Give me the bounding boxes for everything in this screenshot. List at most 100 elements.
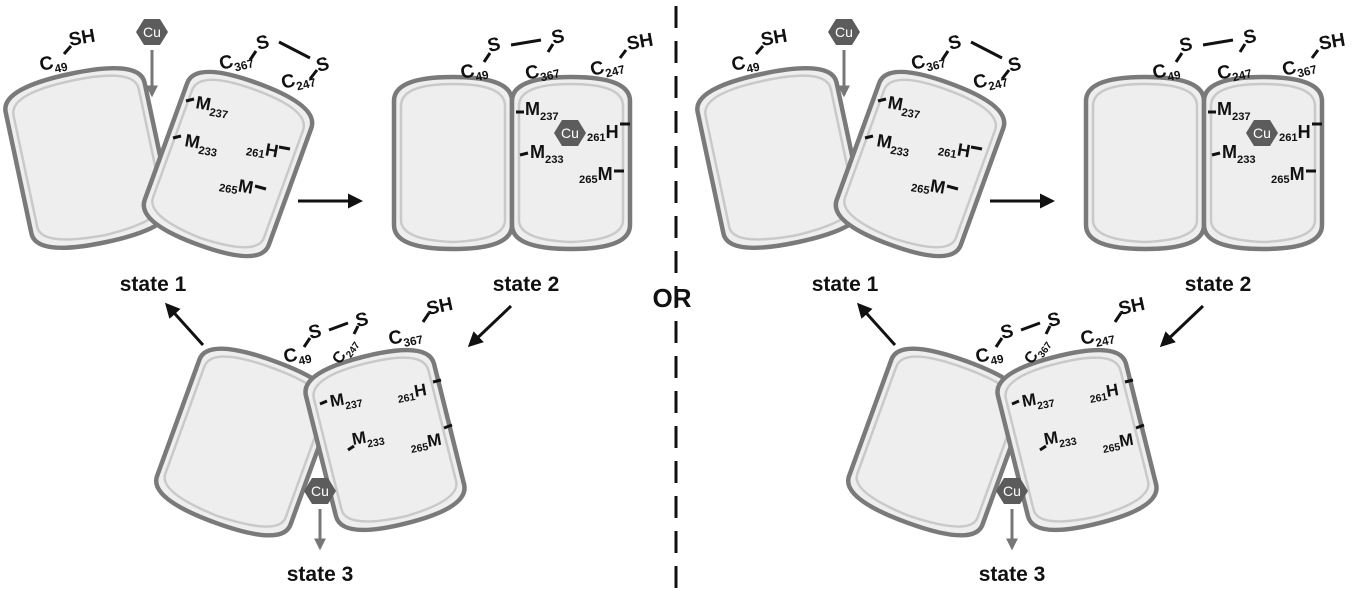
state3-s-b: S bbox=[354, 309, 371, 332]
state2-s-a: S bbox=[486, 34, 503, 57]
svg-text:M237: M237 bbox=[1020, 387, 1055, 415]
state1-c367-label: C367 bbox=[217, 46, 256, 77]
state1-s-bond-b bbox=[308, 69, 319, 80]
state3-right-lobe bbox=[303, 347, 467, 533]
svg-text:Cu: Cu bbox=[1003, 483, 1021, 499]
state1-s-bond-b bbox=[1000, 69, 1011, 80]
svg-text:S: S bbox=[1178, 34, 1195, 57]
svg-text:C49: C49 bbox=[974, 342, 1006, 371]
svg-text:SH: SH bbox=[425, 294, 455, 320]
state2-c49-bond bbox=[1174, 52, 1184, 63]
svg-text:S: S bbox=[946, 31, 963, 54]
svg-text:C367: C367 bbox=[387, 322, 425, 353]
svg-text:M237: M237 bbox=[886, 92, 923, 121]
svg-text:M237: M237 bbox=[194, 92, 231, 121]
svg-text:SH: SH bbox=[625, 30, 655, 55]
svg-text:M237: M237 bbox=[525, 99, 559, 123]
state1-c49-bond bbox=[62, 45, 73, 55]
svg-text:C247: C247 bbox=[1215, 56, 1254, 87]
svg-text:C49: C49 bbox=[459, 58, 491, 87]
state3-s-b: S bbox=[1046, 309, 1063, 332]
state1-m233-tick bbox=[172, 134, 182, 140]
svg-text:M233: M233 bbox=[1042, 425, 1077, 453]
state2-cu-hexagon: Cu bbox=[554, 120, 586, 146]
state2-m237-label: M237 bbox=[1217, 99, 1251, 123]
state1-s-bond-a bbox=[940, 50, 950, 61]
state1-right-lobe bbox=[141, 69, 315, 259]
state1-c247-label: C247 bbox=[279, 70, 318, 94]
svg-text:265M: 265M bbox=[408, 430, 443, 456]
state2-c49-label: C49 bbox=[1151, 58, 1183, 87]
state1-s-bond-a bbox=[248, 50, 258, 61]
state3-m265-tick bbox=[1135, 423, 1145, 430]
state2-m233-tick bbox=[1211, 151, 1221, 157]
svg-text:S: S bbox=[486, 34, 503, 57]
state2-m233-tick bbox=[519, 151, 529, 157]
state3-left-lobe bbox=[153, 346, 337, 538]
state2-s-b: S bbox=[1242, 26, 1259, 49]
state3-c49-label: C49 bbox=[974, 342, 1006, 371]
state3-s-a: S bbox=[999, 321, 1016, 344]
state2-cu-hexagon: Cu bbox=[1246, 120, 1278, 146]
state3-cu-hexagon: Cu bbox=[996, 478, 1028, 504]
svg-text:265M: 265M bbox=[579, 164, 613, 186]
state1-h261-label: 261H bbox=[245, 139, 280, 161]
state3-c49-label: C49 bbox=[282, 344, 314, 368]
state3-cu-hexagon: Cu bbox=[304, 478, 336, 504]
state1-label: state 1 bbox=[812, 273, 879, 296]
state3-s-bond-b bbox=[352, 325, 360, 335]
state3-c49-bond bbox=[994, 337, 1004, 348]
svg-text:M233: M233 bbox=[1222, 142, 1256, 166]
svg-text:SH: SH bbox=[67, 26, 97, 51]
state1-c49-label: C49 bbox=[38, 52, 70, 76]
svg-text:S: S bbox=[1046, 309, 1063, 332]
state1-cu-hexagon: Cu bbox=[136, 19, 168, 45]
state1-m233-label: M233 bbox=[183, 130, 218, 159]
state3-disulfide bbox=[1020, 321, 1041, 332]
state2-m233-label: M233 bbox=[530, 142, 564, 166]
state2-disulfide bbox=[510, 38, 542, 47]
svg-text:SH: SH bbox=[1117, 294, 1147, 320]
svg-text:M233: M233 bbox=[875, 130, 912, 159]
state2-right-lobe bbox=[509, 74, 633, 252]
arrow-state2-to-state3 bbox=[467, 304, 513, 348]
state1-left-lobe bbox=[3, 65, 173, 251]
state3-c-free-label: C367 bbox=[387, 322, 425, 353]
state3-left-lobe bbox=[845, 346, 1029, 538]
state3-sh-label: SH bbox=[1117, 294, 1147, 320]
state1-sh-label: SH bbox=[67, 26, 97, 51]
svg-text:S: S bbox=[354, 309, 371, 332]
state3-m233-tick bbox=[1039, 444, 1047, 452]
state2-m265-label: 265M bbox=[579, 164, 613, 186]
svg-text:C49: C49 bbox=[1151, 58, 1183, 87]
state1-m265-label: 265M bbox=[218, 172, 255, 200]
arrow-state2-to-state3 bbox=[1159, 304, 1205, 348]
state1-m265-tick bbox=[254, 184, 267, 191]
svg-text:C367: C367 bbox=[217, 46, 256, 77]
svg-text:261H: 261H bbox=[395, 380, 428, 406]
state3-free-bond bbox=[421, 312, 431, 323]
svg-text:265M: 265M bbox=[218, 172, 255, 200]
state3-s-bond-b bbox=[1044, 325, 1052, 335]
state3-h261-tick bbox=[1124, 378, 1134, 384]
state3-m233-label: M233 bbox=[1042, 425, 1077, 453]
state2-right-lobe bbox=[1201, 74, 1325, 252]
state3-label: state 3 bbox=[287, 563, 354, 586]
state1-label: state 1 bbox=[120, 273, 187, 296]
state1-disulfide bbox=[970, 40, 1003, 60]
state2-m233-label: M233 bbox=[1222, 142, 1256, 166]
state2-s-a: S bbox=[1178, 34, 1195, 57]
state3-m265-label: 265M bbox=[408, 430, 443, 456]
state2-s-b: S bbox=[550, 26, 567, 49]
state2-h261-label: 261H bbox=[1279, 122, 1311, 144]
svg-text:S: S bbox=[307, 321, 324, 344]
svg-text:C247: C247 bbox=[1079, 322, 1117, 353]
state2-c49-label: C49 bbox=[459, 58, 491, 87]
state2-c-free-label: C247 bbox=[588, 57, 627, 81]
svg-text:265M: 265M bbox=[1100, 430, 1135, 456]
svg-text:C367: C367 bbox=[909, 46, 948, 77]
state1-c49-label: C49 bbox=[730, 52, 762, 76]
state3-m237-tick bbox=[1011, 399, 1020, 406]
